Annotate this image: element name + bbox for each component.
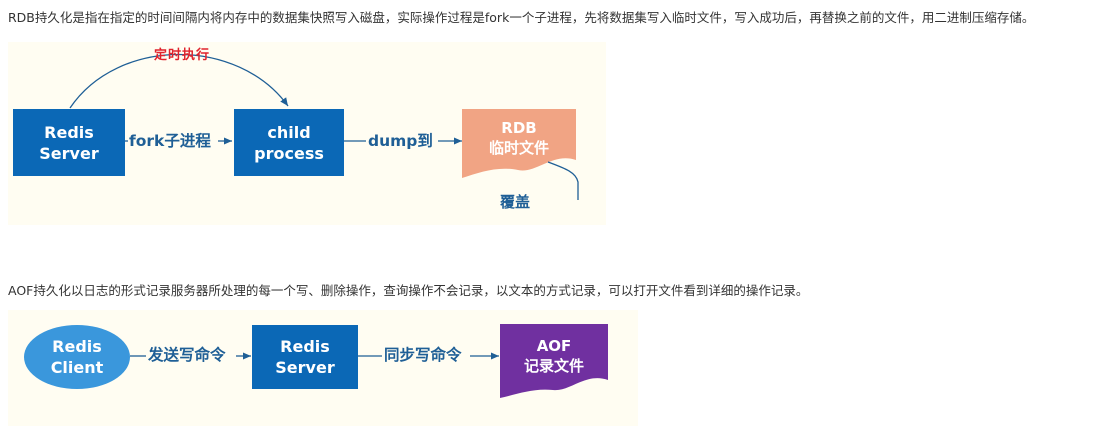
redis-server-box: Redis Server	[13, 109, 125, 176]
rdb-connectors	[69, 53, 579, 200]
rdb-file-line1: RDB	[501, 119, 537, 137]
aof-file-line2: 记录文件	[523, 357, 584, 375]
child-process-line1: child	[267, 122, 311, 142]
sync-label: 同步写命令	[384, 346, 462, 364]
aof-description: AOF持久化以日志的形式记录服务器所处理的每一个写、删除操作，查询操作不会记录，…	[8, 283, 809, 298]
redis-server-line2: Server	[39, 143, 99, 163]
rdb-diagram: 定时执行 Redis Server fork子进程 child process …	[8, 42, 606, 225]
aof-diagram: Redis Client 发送写命令 Redis Server 同步写命令 AO…	[8, 310, 638, 426]
child-process-line2: process	[254, 143, 324, 163]
fork-label: fork子进程	[129, 132, 211, 150]
rdb-file-shape	[462, 109, 576, 178]
send-label: 发送写命令	[148, 346, 226, 364]
aof-redis-server-box: Redis Server	[252, 325, 358, 389]
aof-file-text: AOF 记录文件	[500, 336, 608, 376]
timer-arc	[69, 53, 289, 109]
aof-redis-server-line1: Redis	[280, 337, 330, 356]
redis-client-line2: Client	[50, 358, 104, 377]
aof-file-shape	[500, 324, 608, 398]
overwrite-label: 覆盖	[500, 193, 531, 211]
rdb-file-line2: 临时文件	[488, 139, 549, 157]
aof-redis-server-line2: Server	[275, 358, 335, 377]
aof-connectors	[130, 324, 608, 398]
redis-server-line1: Redis	[44, 122, 94, 142]
redis-client-line1: Redis	[52, 337, 102, 356]
timer-label: 定时执行	[154, 48, 211, 63]
child-process-box: child process	[234, 109, 344, 176]
rdb-description: RDB持久化是指在指定的时间间隔内将内存中的数据集快照写入磁盘，实际操作过程是f…	[8, 10, 1035, 25]
redis-client-ellipse: Redis Client	[24, 325, 130, 389]
overwrite-line	[547, 161, 579, 200]
dump-label: dump到	[368, 132, 433, 150]
rdb-file-text: RDB 临时文件	[462, 118, 576, 158]
aof-file-line1: AOF	[536, 337, 572, 355]
